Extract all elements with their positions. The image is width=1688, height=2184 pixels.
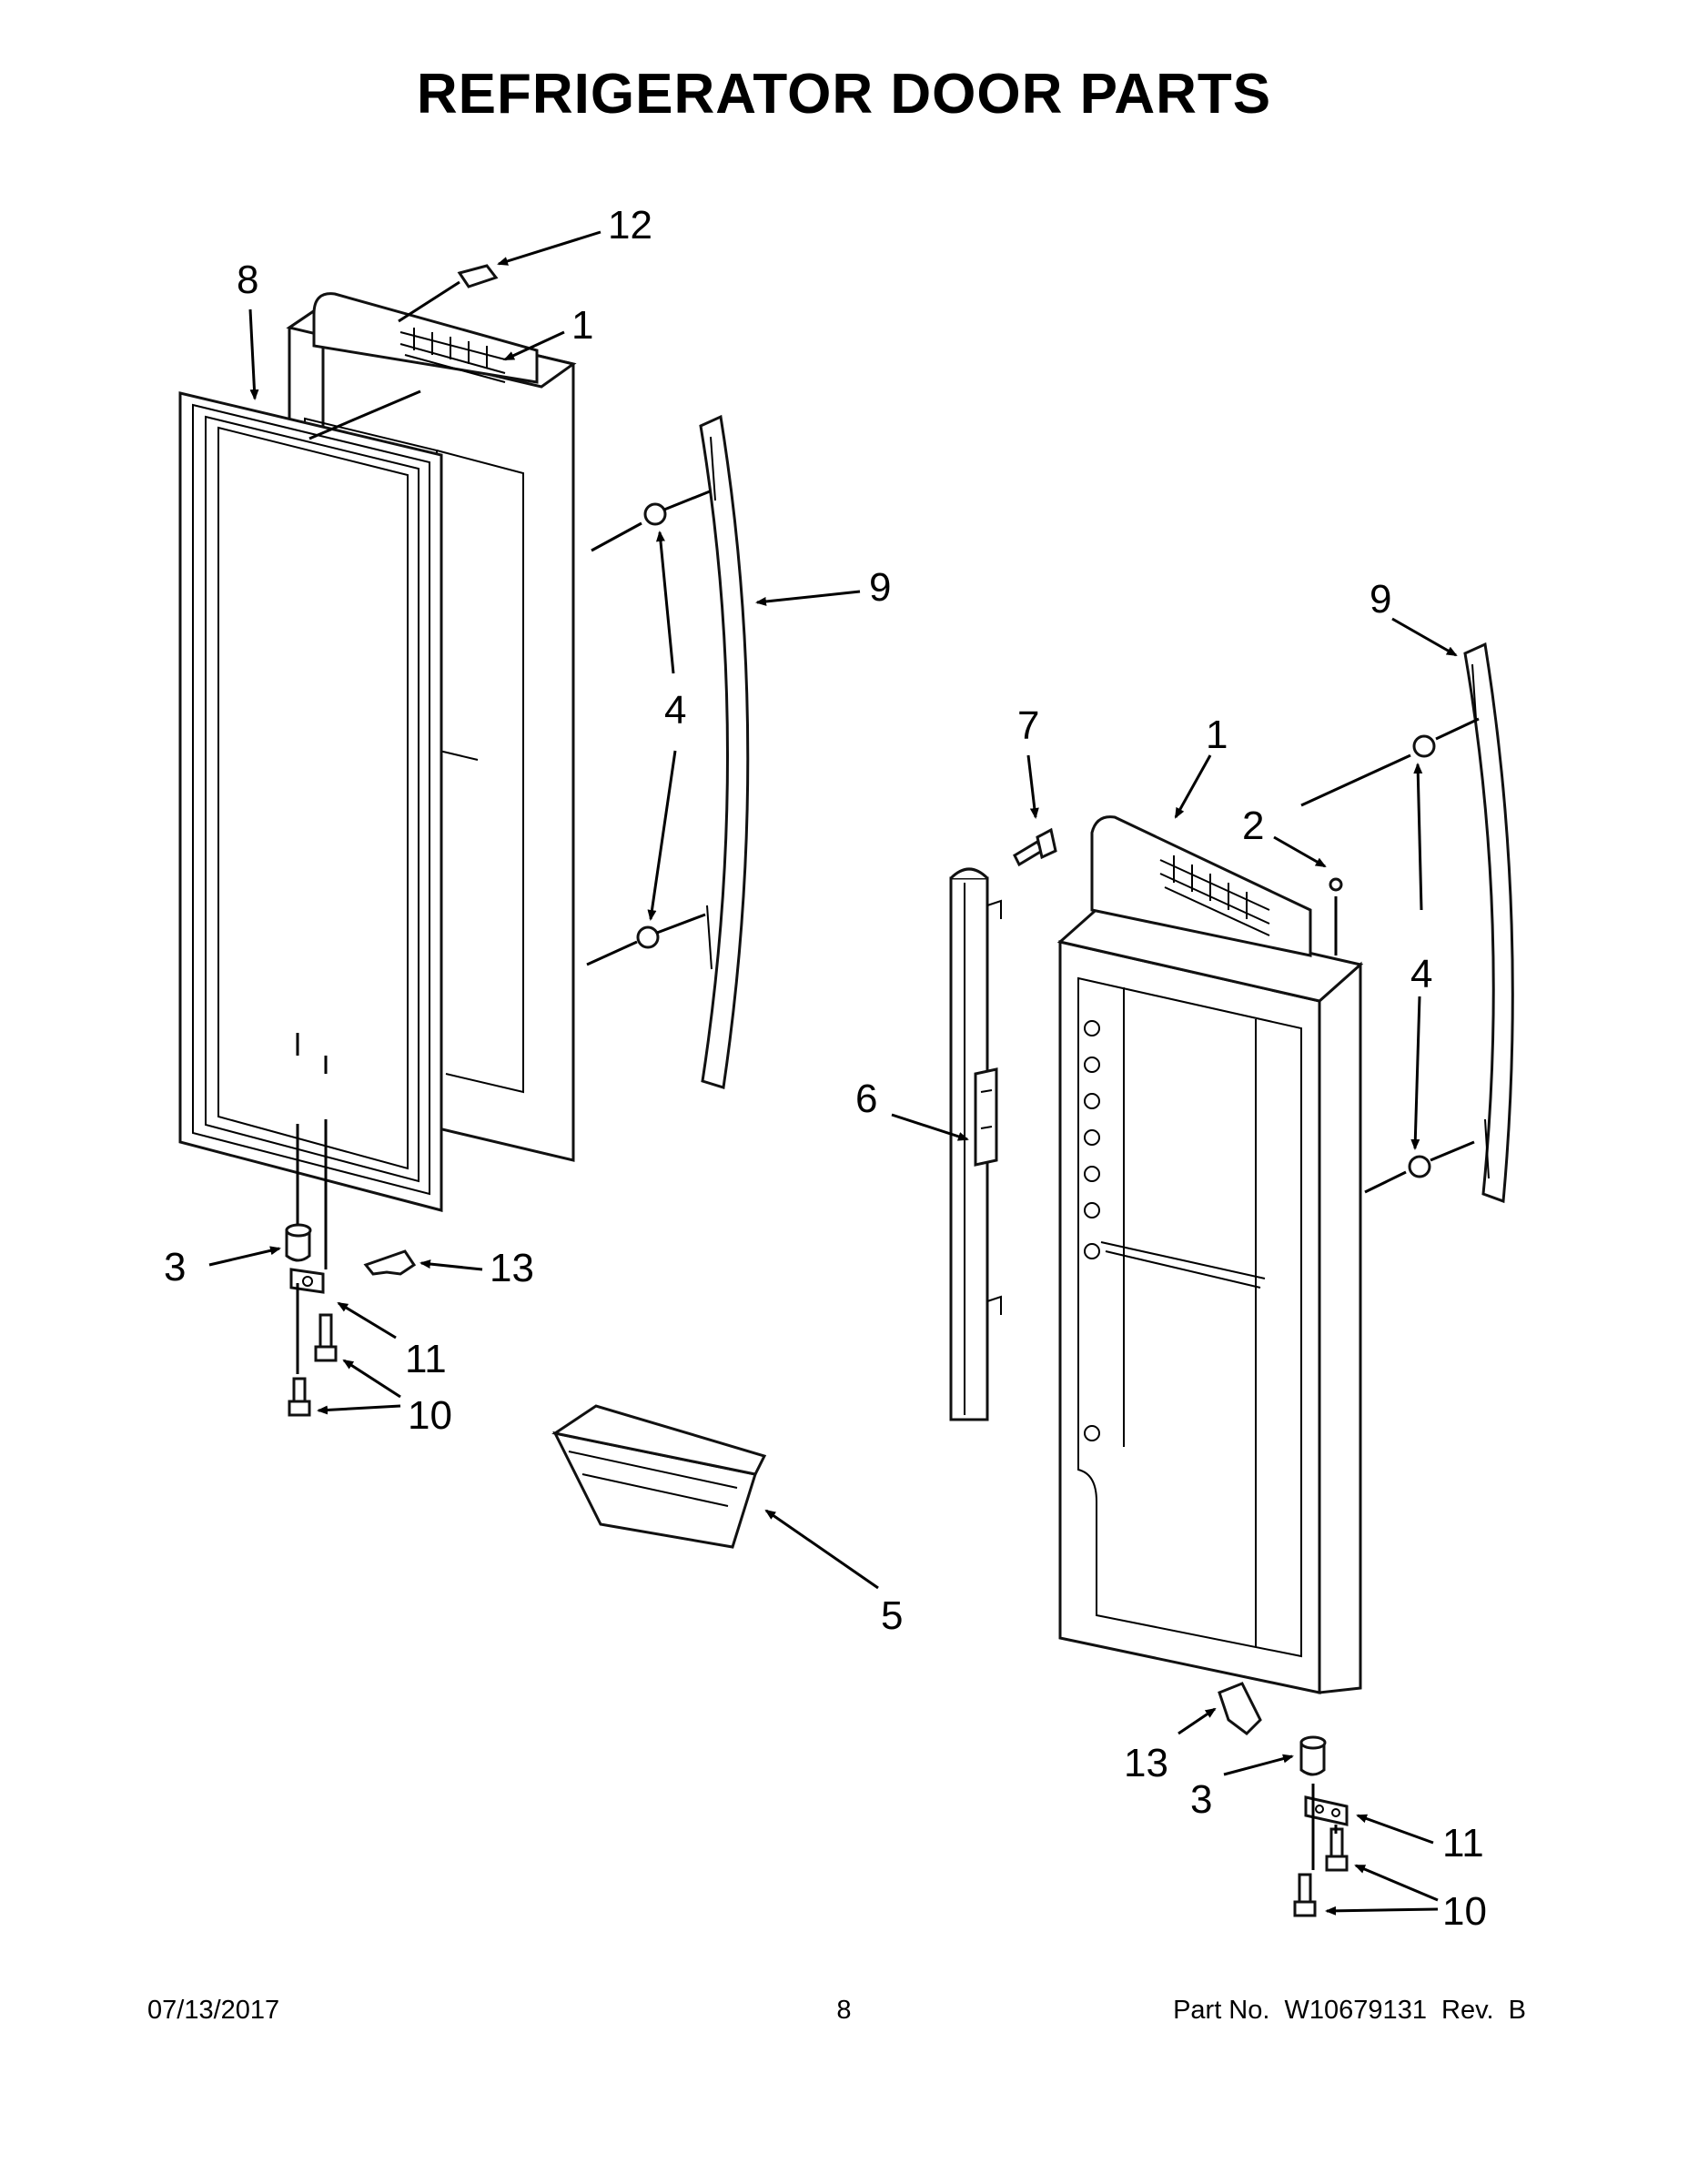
footer-page-number: 8 [836,1996,852,2025]
callout-10-left: 10 [408,1393,452,1438]
callout-12: 12 [608,203,652,248]
door-bin [551,1404,767,1549]
callout-9-left: 9 [869,565,891,610]
right-door-liner [1056,815,1364,1694]
left-hinge-bushing [285,1223,312,1262]
left-hinge-clip [363,1249,417,1276]
leader-lines [208,230,1480,1916]
callout-10-right: 10 [1442,1889,1487,1934]
callout-7: 7 [1017,703,1039,748]
callout-11-right: 11 [1442,1821,1484,1866]
left-door-gasket [178,391,443,1212]
callout-1-left: 1 [571,303,593,348]
left-hinge-screws [288,1313,338,1417]
callout-13-left: 13 [490,1246,534,1290]
right-door-handle [1463,642,1514,1204]
page-title: REFRIGERATOR DOOR PARTS [416,63,1272,126]
callout-1-right: 1 [1206,713,1228,757]
right-hinge-pin [1329,877,1343,956]
callout-11-left: 11 [405,1337,447,1381]
right-hinge-screws [1293,1827,1349,1917]
right-hinge-clip [1218,1682,1262,1735]
mullion-flipper [949,867,1002,1421]
callout-4-right: 4 [1410,952,1432,996]
right-hinge-bushing [1299,1735,1327,1776]
left-hinge-plate [289,1268,325,1294]
callout-4-left: 4 [664,688,686,733]
callout-3-left: 3 [164,1245,186,1289]
callout-5: 5 [881,1593,903,1638]
left-door-handle [699,414,750,1089]
callout-3-right: 3 [1190,1777,1212,1822]
callout-6: 6 [855,1077,877,1121]
callout-9-right: 9 [1370,577,1391,622]
callout-2: 2 [1242,804,1264,848]
footer-part-number: Part No. W10679131 Rev. B [1173,1996,1526,2025]
mullion-screw [1013,827,1057,867]
footer-date: 07/13/2017 [147,1996,280,2025]
right-hinge-plate [1304,1795,1349,1826]
callout-13-right: 13 [1124,1741,1168,1785]
right-shoulder-screws [1408,734,1436,1178]
left-shoulder-screws [636,502,667,949]
callout-8: 8 [237,258,258,302]
